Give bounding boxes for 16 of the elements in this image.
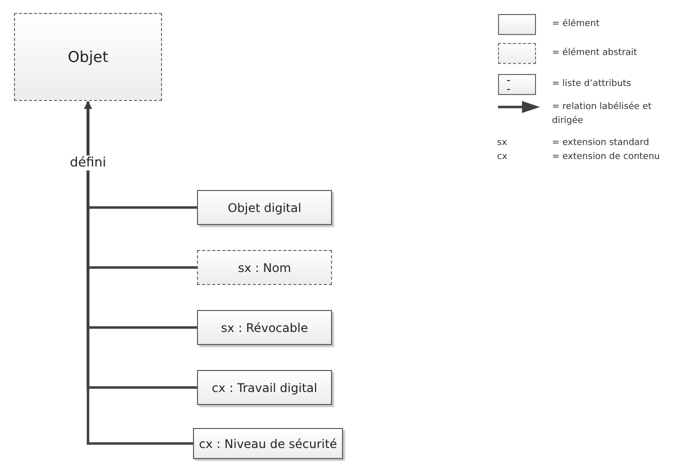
element-box: cx : Travail digital [197, 370, 332, 405]
abstract-element-box: Objet [14, 13, 162, 101]
element-box: sx : Révocable [197, 310, 332, 345]
element-box: Objet digital [197, 190, 332, 225]
legend-text: = élément [552, 18, 601, 31]
abstract-element-box: sx : Nom [197, 250, 332, 285]
abbreviation-label: sx [497, 137, 508, 150]
abbreviation-label: cx [497, 151, 508, 164]
connector-arrow [84, 101, 193, 445]
edge-label: défini [68, 156, 108, 170]
legend-text: = élément abstrait [552, 46, 638, 60]
legend-text: = relation labélisée et dirigée [552, 100, 653, 128]
legend-text: = extension de contenu [552, 151, 661, 164]
legend-text: = liste d’attributs [552, 78, 632, 91]
element-box: cx : Niveau de sécurité [193, 428, 343, 459]
legend-text: = extension standard [552, 137, 650, 150]
